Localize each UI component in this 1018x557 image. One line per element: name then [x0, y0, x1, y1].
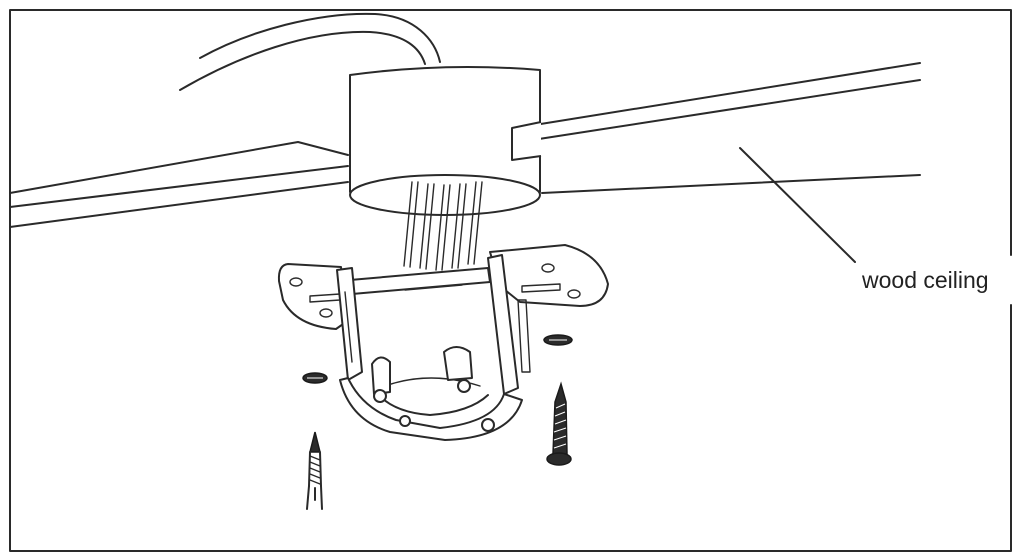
right-joist-front-edge [525, 79, 921, 142]
washers [302, 334, 573, 384]
bracket-right-ear-hole [541, 263, 555, 273]
left-joist-bottom-edge [9, 181, 349, 228]
bracket-bolt [481, 418, 495, 432]
left-screw-shank [306, 485, 323, 510]
left-screw-thread [309, 455, 321, 485]
wood-ceiling-label: wood ceiling [861, 267, 989, 293]
bracket-back-wall [349, 267, 491, 295]
junction-box-body [349, 65, 541, 193]
bracket-base-ring-front [374, 389, 489, 416]
bracket-base [339, 377, 523, 441]
cable-edge-outer [179, 30, 426, 91]
wire [435, 184, 451, 271]
cable-edge-inner [199, 12, 441, 63]
right-wood-joist [521, 62, 921, 194]
mounting-bracket [277, 244, 609, 441]
bracket-bolt [373, 389, 387, 403]
right-screw-thread [553, 403, 567, 449]
bracket-right-ear-slot [521, 283, 561, 293]
wires [403, 181, 483, 271]
junction-box-notch [511, 121, 542, 161]
junction-box [349, 65, 542, 216]
right-screw-head [546, 452, 572, 466]
bracket-bolt [399, 415, 411, 427]
callout-leader-line [739, 147, 856, 263]
bracket-left-ear-hole [319, 308, 333, 318]
diagram-frame [9, 9, 1012, 552]
left-joist-top-front-edge [9, 165, 349, 208]
bracket-left-wall-slot [344, 291, 353, 363]
wire [451, 183, 467, 269]
ceiling-edge-line [541, 174, 921, 194]
bracket-right-wall-slot [517, 299, 531, 373]
left-screw-tip [309, 431, 321, 453]
bracket-inner-post-left [371, 356, 391, 395]
right-screw-body [552, 381, 568, 455]
wire [467, 181, 483, 265]
bracket-bolt [457, 379, 471, 393]
right-wood-screw [546, 381, 572, 466]
wire [403, 181, 419, 268]
cable [179, 12, 441, 91]
left-wood-screw [306, 431, 323, 510]
bracket-right-wall [487, 254, 519, 395]
left-wood-joist [9, 141, 349, 228]
left-screw-shaft [308, 451, 322, 487]
bracket-left-ear-hole [289, 277, 303, 287]
bracket-inner-post-right [443, 346, 473, 381]
junction-box-bottom-rim [349, 174, 541, 216]
right-joist-top-edge [521, 62, 921, 128]
bracket-left-wall [336, 267, 363, 381]
bracket-right-ear-hole [567, 289, 581, 299]
wire [419, 183, 435, 270]
bracket-back-slot [404, 284, 463, 291]
left-joist-top-back-edge [9, 141, 349, 194]
